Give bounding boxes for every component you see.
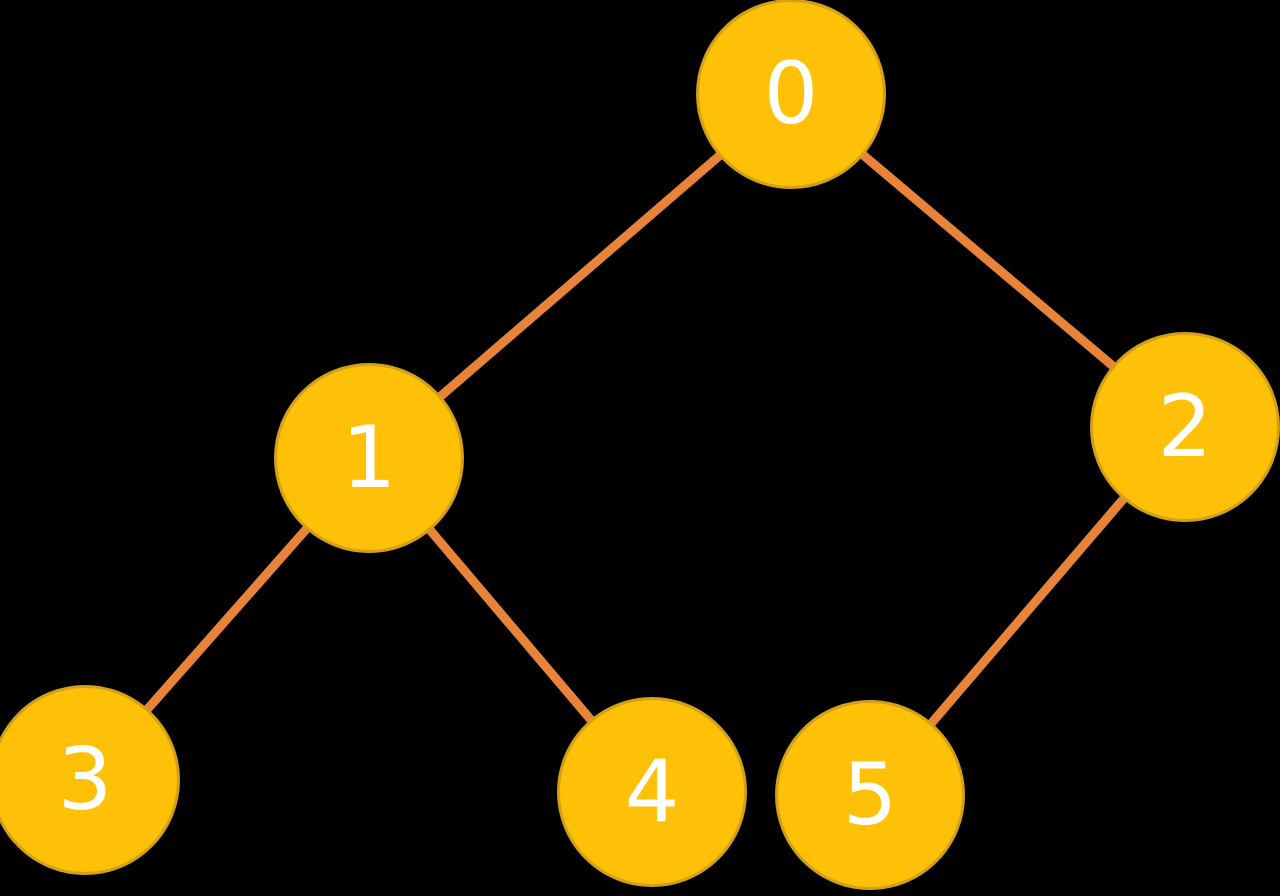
graph-node-label: 5 [842, 745, 898, 845]
graph-node-1[interactable]: 1 [274, 363, 464, 553]
graph-node-label: 4 [624, 742, 680, 842]
graph-node-2[interactable]: 2 [1090, 332, 1280, 522]
graph-node-4[interactable]: 4 [557, 697, 747, 887]
graph-node-label: 3 [57, 730, 113, 830]
graph-node-label: 1 [341, 408, 397, 508]
graph-node-3[interactable]: 3 [0, 685, 180, 875]
graph-node-5[interactable]: 5 [775, 700, 965, 890]
graph-node-label: 0 [763, 44, 819, 144]
graph-node-0[interactable]: 0 [696, 0, 886, 189]
graph-node-label: 2 [1157, 377, 1213, 477]
